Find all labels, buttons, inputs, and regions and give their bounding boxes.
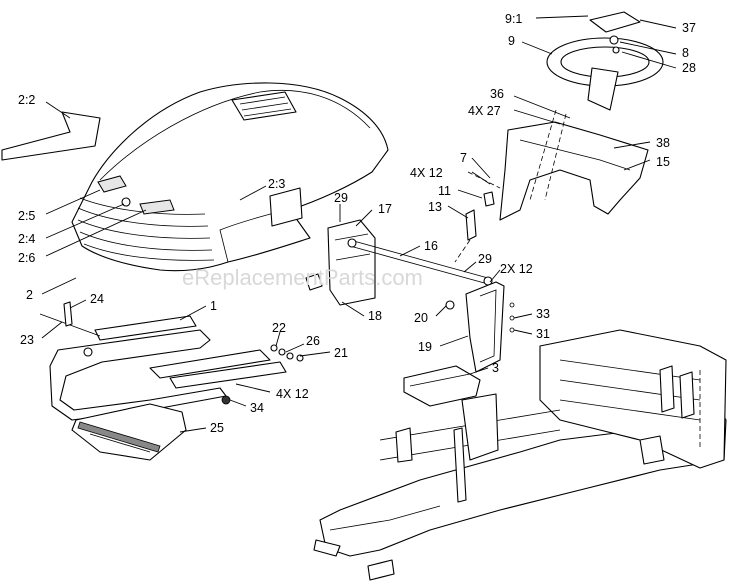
callout-23: 23 <box>20 333 34 347</box>
callout-16: 16 <box>424 239 438 253</box>
callout-36: 36 <box>490 87 504 101</box>
main-frame <box>313 329 727 581</box>
bumper-hardware <box>270 344 304 362</box>
callout-8: 8 <box>682 46 689 60</box>
callout-29-left: 29 <box>334 191 348 205</box>
watermark-text: eReplacementParts.com <box>182 265 423 290</box>
front-bumper <box>39 301 287 421</box>
callout-3: 3 <box>492 361 499 375</box>
callout-labels: 9:1 37 9 8 28 36 4X 27 38 15 2:2 7 4X 12… <box>18 12 696 435</box>
callout-26: 26 <box>306 334 320 348</box>
control-panel <box>305 219 493 306</box>
skid-plate <box>71 403 187 461</box>
callout-19: 19 <box>418 340 432 354</box>
steering-hardware <box>454 171 501 263</box>
callout-9-1: 9:1 <box>505 12 522 26</box>
callout-2-4: 2:4 <box>18 232 35 246</box>
callout-2-5: 2:5 <box>18 209 35 223</box>
callout-2-2: 2:2 <box>18 93 35 107</box>
fender-bracket <box>445 281 515 373</box>
seat-plate <box>403 365 481 407</box>
callout-24: 24 <box>90 292 104 306</box>
callout-17: 17 <box>378 202 392 216</box>
callout-25: 25 <box>210 421 224 435</box>
callout-22: 22 <box>272 321 286 335</box>
steering-dash <box>499 109 649 221</box>
callout-34: 34 <box>250 401 264 415</box>
callout-4x27: 4X 27 <box>468 104 501 118</box>
callout-2-3: 2:3 <box>268 177 285 191</box>
callout-2x12: 2X 12 <box>500 262 533 276</box>
callout-20: 20 <box>414 311 428 325</box>
callout-37: 37 <box>682 21 696 35</box>
callout-29-right: 29 <box>478 252 492 266</box>
callout-31: 31 <box>536 327 550 341</box>
callout-33: 33 <box>536 307 550 321</box>
callout-2-6: 2:6 <box>18 251 35 265</box>
callout-15: 15 <box>656 155 670 169</box>
steering-wheel <box>546 11 664 111</box>
callout-9: 9 <box>508 34 515 48</box>
callout-21: 21 <box>334 346 348 360</box>
callout-38: 38 <box>656 136 670 150</box>
callout-1: 1 <box>210 299 217 313</box>
callout-7: 7 <box>460 151 467 165</box>
callout-4x12-bottom: 4X 12 <box>276 387 309 401</box>
callout-18: 18 <box>368 309 382 323</box>
callout-11: 11 <box>438 184 451 198</box>
callout-2: 2 <box>26 288 33 302</box>
callout-13: 13 <box>428 200 442 214</box>
hood-assembly <box>1 82 389 272</box>
callout-4x12-top: 4X 12 <box>410 166 443 180</box>
leader-lines <box>41 15 677 433</box>
callout-28: 28 <box>682 61 696 75</box>
